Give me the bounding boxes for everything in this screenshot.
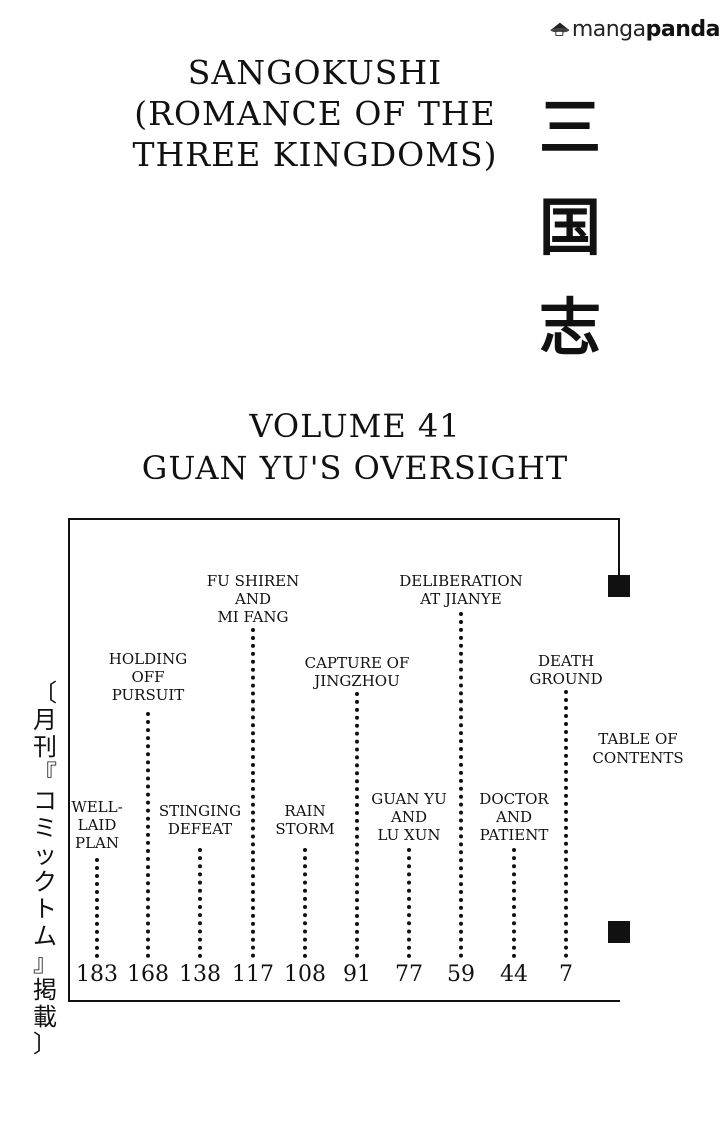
series-kanji: 三 国 志	[530, 78, 610, 378]
volume-heading: VOLUME 41 GUAN YU'S OVERSIGHT	[100, 405, 610, 489]
chapter-title-line: FU SHIREN	[206, 572, 300, 590]
toc-label: TABLE OF CONTENTS	[578, 730, 698, 768]
chapter-page-number: 117	[232, 962, 274, 987]
magazine-credit: 〔 月 刊 『 コ ミ ッ ク ト ム 』 掲 載 〕	[30, 680, 60, 1058]
chapter-title-line: PURSUIT	[111, 686, 185, 704]
chapter-title-line: JINGZHOU	[314, 672, 400, 690]
toc-label-line: TABLE OF	[598, 730, 678, 748]
credit-char: 月	[33, 706, 57, 734]
credit-char: 』	[33, 949, 57, 977]
chapter-title-line: PATIENT	[479, 826, 549, 844]
chapter-dotted-leader	[564, 690, 568, 958]
credit-char: 掲	[33, 976, 57, 1004]
frame-left-line	[68, 518, 70, 1000]
credit-char: 〕	[33, 1030, 57, 1058]
chapter-title-line: STINGING	[158, 802, 242, 820]
chapter-dotted-leader	[459, 612, 463, 958]
chapter-page-number: 44	[500, 962, 528, 987]
chapter-dotted-leader	[512, 848, 516, 958]
chapter-dotted-leader	[198, 848, 202, 958]
chapter-title-line: MI FANG	[217, 608, 289, 626]
frame-bottom-line	[68, 1000, 620, 1002]
chapter-title-line: STORM	[275, 820, 335, 838]
kanji-char: 志	[538, 291, 601, 364]
credit-char: ム	[33, 922, 57, 950]
chapter-page-number: 7	[559, 962, 573, 987]
frame-right-line	[618, 518, 620, 580]
chapter-title-line: RAIN	[284, 802, 326, 820]
credit-char: ッ	[33, 841, 57, 869]
chapter-title-line: AND	[496, 808, 532, 826]
chapter-title-line: WELL-	[71, 798, 123, 816]
chapter-page-number: 91	[343, 962, 371, 987]
chapter-title-line: DEFEAT	[167, 820, 233, 838]
credit-char: コ	[33, 787, 57, 815]
chapter-title-line: AT JIANYE	[420, 590, 502, 608]
credit-char: 載	[33, 1003, 57, 1031]
chapter-dotted-leader	[407, 848, 411, 958]
chapter-title-line: OFF	[131, 668, 165, 686]
chapter-title-line: LU XUN	[377, 826, 441, 844]
chapter-title-line: LAID	[77, 816, 117, 834]
chapter-page-number: 183	[76, 962, 118, 987]
chapter-page-number: 108	[284, 962, 326, 987]
volume-number: VOLUME 41	[249, 407, 461, 445]
chapter-title-line: AND	[391, 808, 427, 826]
chapter-title-line: DELIBERATION	[399, 572, 523, 590]
chapter-dotted-leader	[146, 712, 150, 958]
chapter-title-line: PLAN	[74, 834, 119, 852]
chapter-page-number: 59	[447, 962, 475, 987]
chapter-title-line: AND	[235, 590, 271, 608]
kanji-char: 三	[538, 91, 601, 164]
chapter-dotted-leader	[95, 858, 99, 958]
volume-subtitle: GUAN YU'S OVERSIGHT	[141, 449, 569, 487]
credit-char: 刊	[33, 733, 57, 761]
logo-text-manga: manga	[571, 16, 646, 42]
series-title: SANGOKUSHI (ROMANCE OF THE THREE KINGDOM…	[120, 52, 510, 175]
credit-char: ミ	[33, 814, 57, 842]
series-title-line: THREE KINGDOMS)	[132, 135, 498, 174]
chapter-page-number: 168	[127, 962, 169, 987]
chapter-dotted-leader	[355, 692, 359, 958]
chapter-title-line: DEATH	[537, 652, 595, 670]
frame-square-top	[608, 575, 630, 597]
chapter-title-line: HOLDING	[108, 650, 188, 668]
chapter-title-line: GROUND	[529, 670, 603, 688]
chapter-page-number: 138	[179, 962, 221, 987]
credit-char: ト	[33, 895, 57, 923]
credit-char: ク	[33, 868, 57, 896]
chapter-dotted-leader	[303, 848, 307, 958]
series-title-line: SANGOKUSHI	[187, 53, 443, 92]
chapter-dotted-leader	[251, 628, 255, 958]
chapter-title-line: CAPTURE OF	[304, 654, 410, 672]
chapter-page-number: 77	[395, 962, 423, 987]
chapter-title-line: DOCTOR	[479, 790, 549, 808]
straw-hat-icon	[550, 22, 570, 36]
kanji-char: 国	[538, 191, 601, 264]
logo-text-panda: panda	[645, 16, 721, 42]
chapter-title-line: GUAN YU	[371, 790, 447, 808]
credit-char: 〔	[33, 679, 57, 707]
toc-label-line: CONTENTS	[592, 749, 684, 767]
credit-char: 『	[33, 760, 57, 788]
series-title-line: (ROMANCE OF THE	[134, 94, 496, 133]
frame-square-bottom	[608, 921, 630, 943]
frame-top-line	[68, 518, 620, 520]
